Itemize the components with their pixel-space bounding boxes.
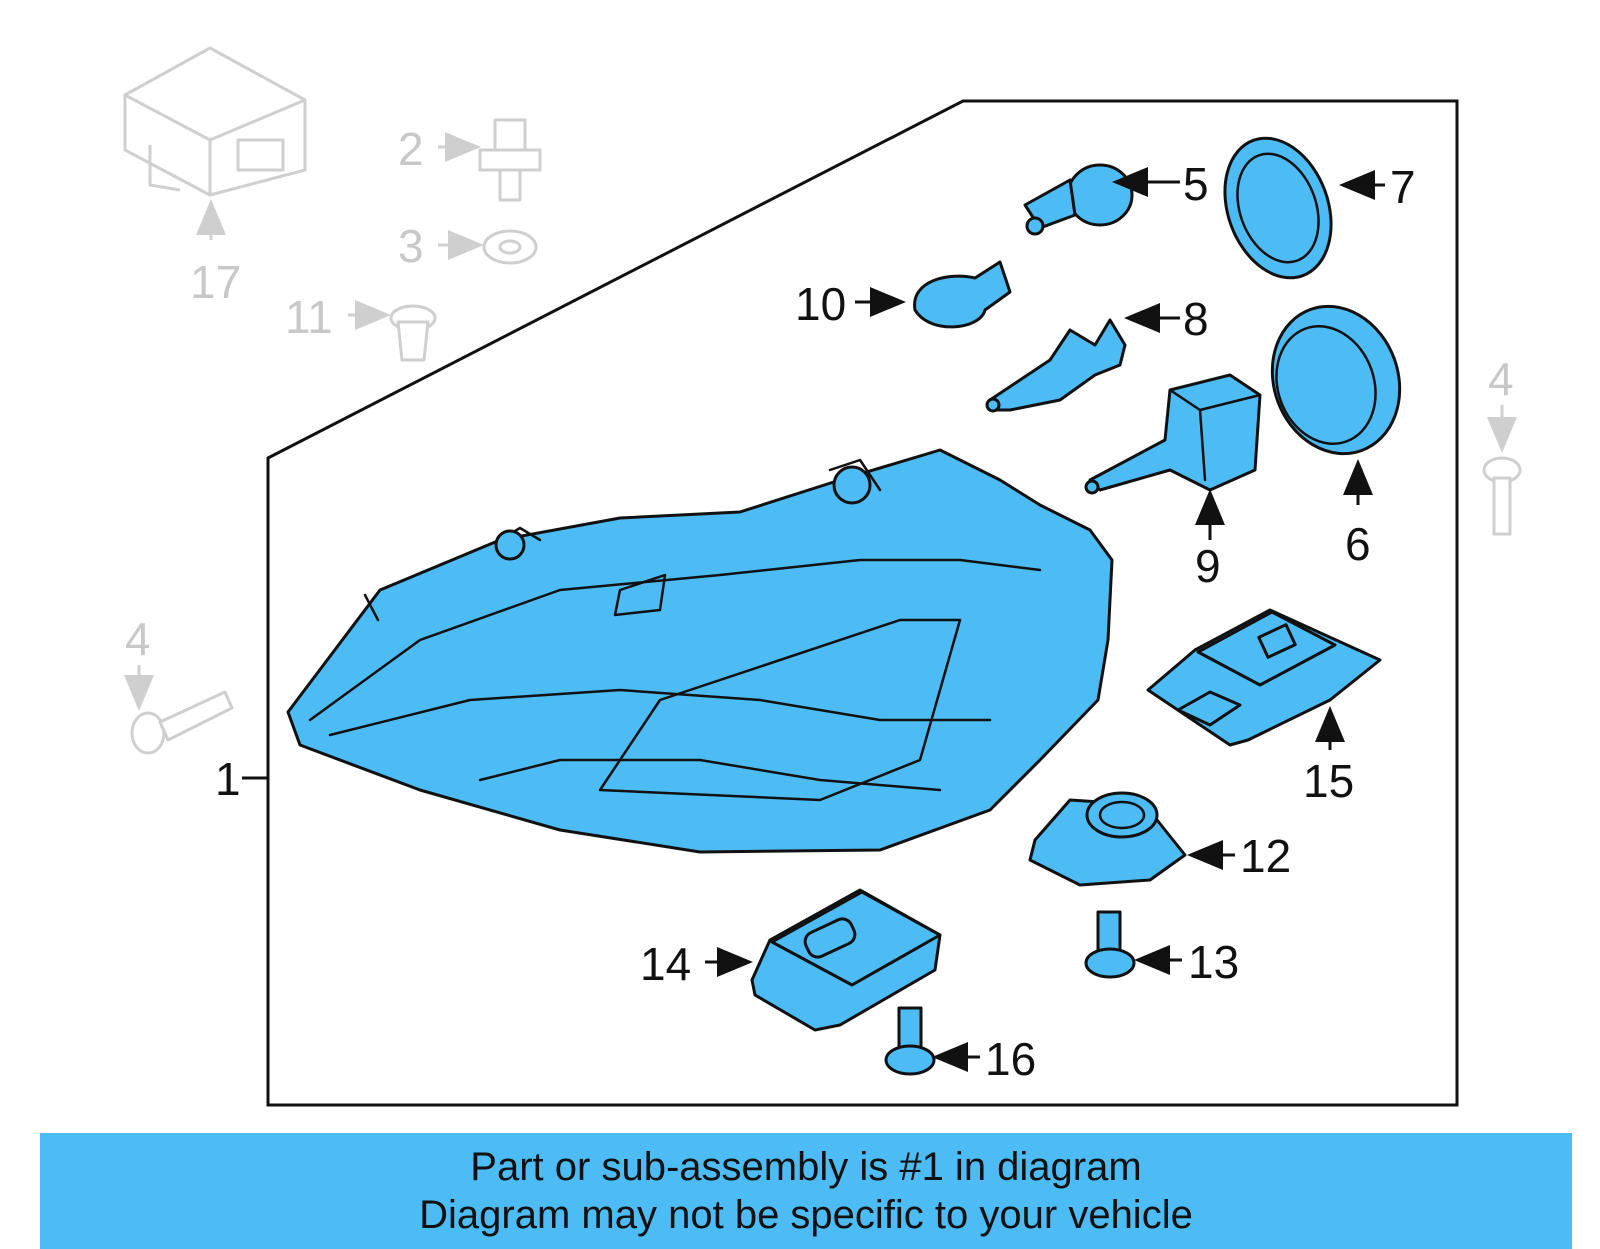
callout-10: 10 xyxy=(795,278,846,330)
callout-14: 14 xyxy=(640,938,691,990)
control-module-15[interactable] xyxy=(1146,608,1382,747)
callout-17: 17 xyxy=(190,256,241,308)
bolt-2[interactable] xyxy=(478,118,542,202)
callout-4-right: 4 xyxy=(1488,353,1514,405)
bolt-4-left[interactable] xyxy=(130,690,234,755)
callout-13: 13 xyxy=(1188,936,1239,988)
banner-line-1: Part or sub-assembly is #1 in diagram xyxy=(470,1145,1142,1189)
assembly-frame xyxy=(266,99,1459,1107)
bulb-5[interactable] xyxy=(1023,163,1134,236)
socket-12[interactable] xyxy=(1028,791,1187,887)
callout-7: 7 xyxy=(1390,161,1416,213)
screw-16[interactable] xyxy=(884,1006,936,1076)
bulb-10[interactable] xyxy=(913,260,1012,329)
callout-9: 9 xyxy=(1195,540,1221,592)
callout-1: 1 xyxy=(215,753,241,805)
bulb-9[interactable] xyxy=(1084,373,1262,495)
bolt-4-right[interactable] xyxy=(1482,456,1522,536)
cap-7[interactable] xyxy=(1206,123,1349,293)
cap-6[interactable] xyxy=(1252,288,1420,471)
headlamp-assembly-1[interactable] xyxy=(286,448,1114,854)
callout-12: 12 xyxy=(1240,830,1291,882)
ballast-module-14[interactable] xyxy=(750,888,942,1032)
bulb-8[interactable] xyxy=(985,318,1127,413)
callout-8: 8 xyxy=(1183,293,1209,345)
clip-11[interactable] xyxy=(389,304,437,362)
callout-5: 5 xyxy=(1183,158,1209,210)
callout-4-left: 4 xyxy=(125,613,151,665)
control-module-17[interactable] xyxy=(123,46,307,197)
banner-line-2: Diagram may not be specific to your vehi… xyxy=(419,1193,1193,1237)
nut-3[interactable] xyxy=(482,229,538,265)
callout-16: 16 xyxy=(985,1033,1036,1085)
screw-13[interactable] xyxy=(1084,910,1136,979)
callout-3: 3 xyxy=(398,220,424,272)
callout-15: 15 xyxy=(1303,755,1354,807)
callout-6: 6 xyxy=(1345,518,1371,570)
callout-11: 11 xyxy=(285,291,333,343)
info-banner: Part or sub-assembly is #1 in diagram Di… xyxy=(40,1133,1572,1249)
callout-2: 2 xyxy=(398,123,424,175)
